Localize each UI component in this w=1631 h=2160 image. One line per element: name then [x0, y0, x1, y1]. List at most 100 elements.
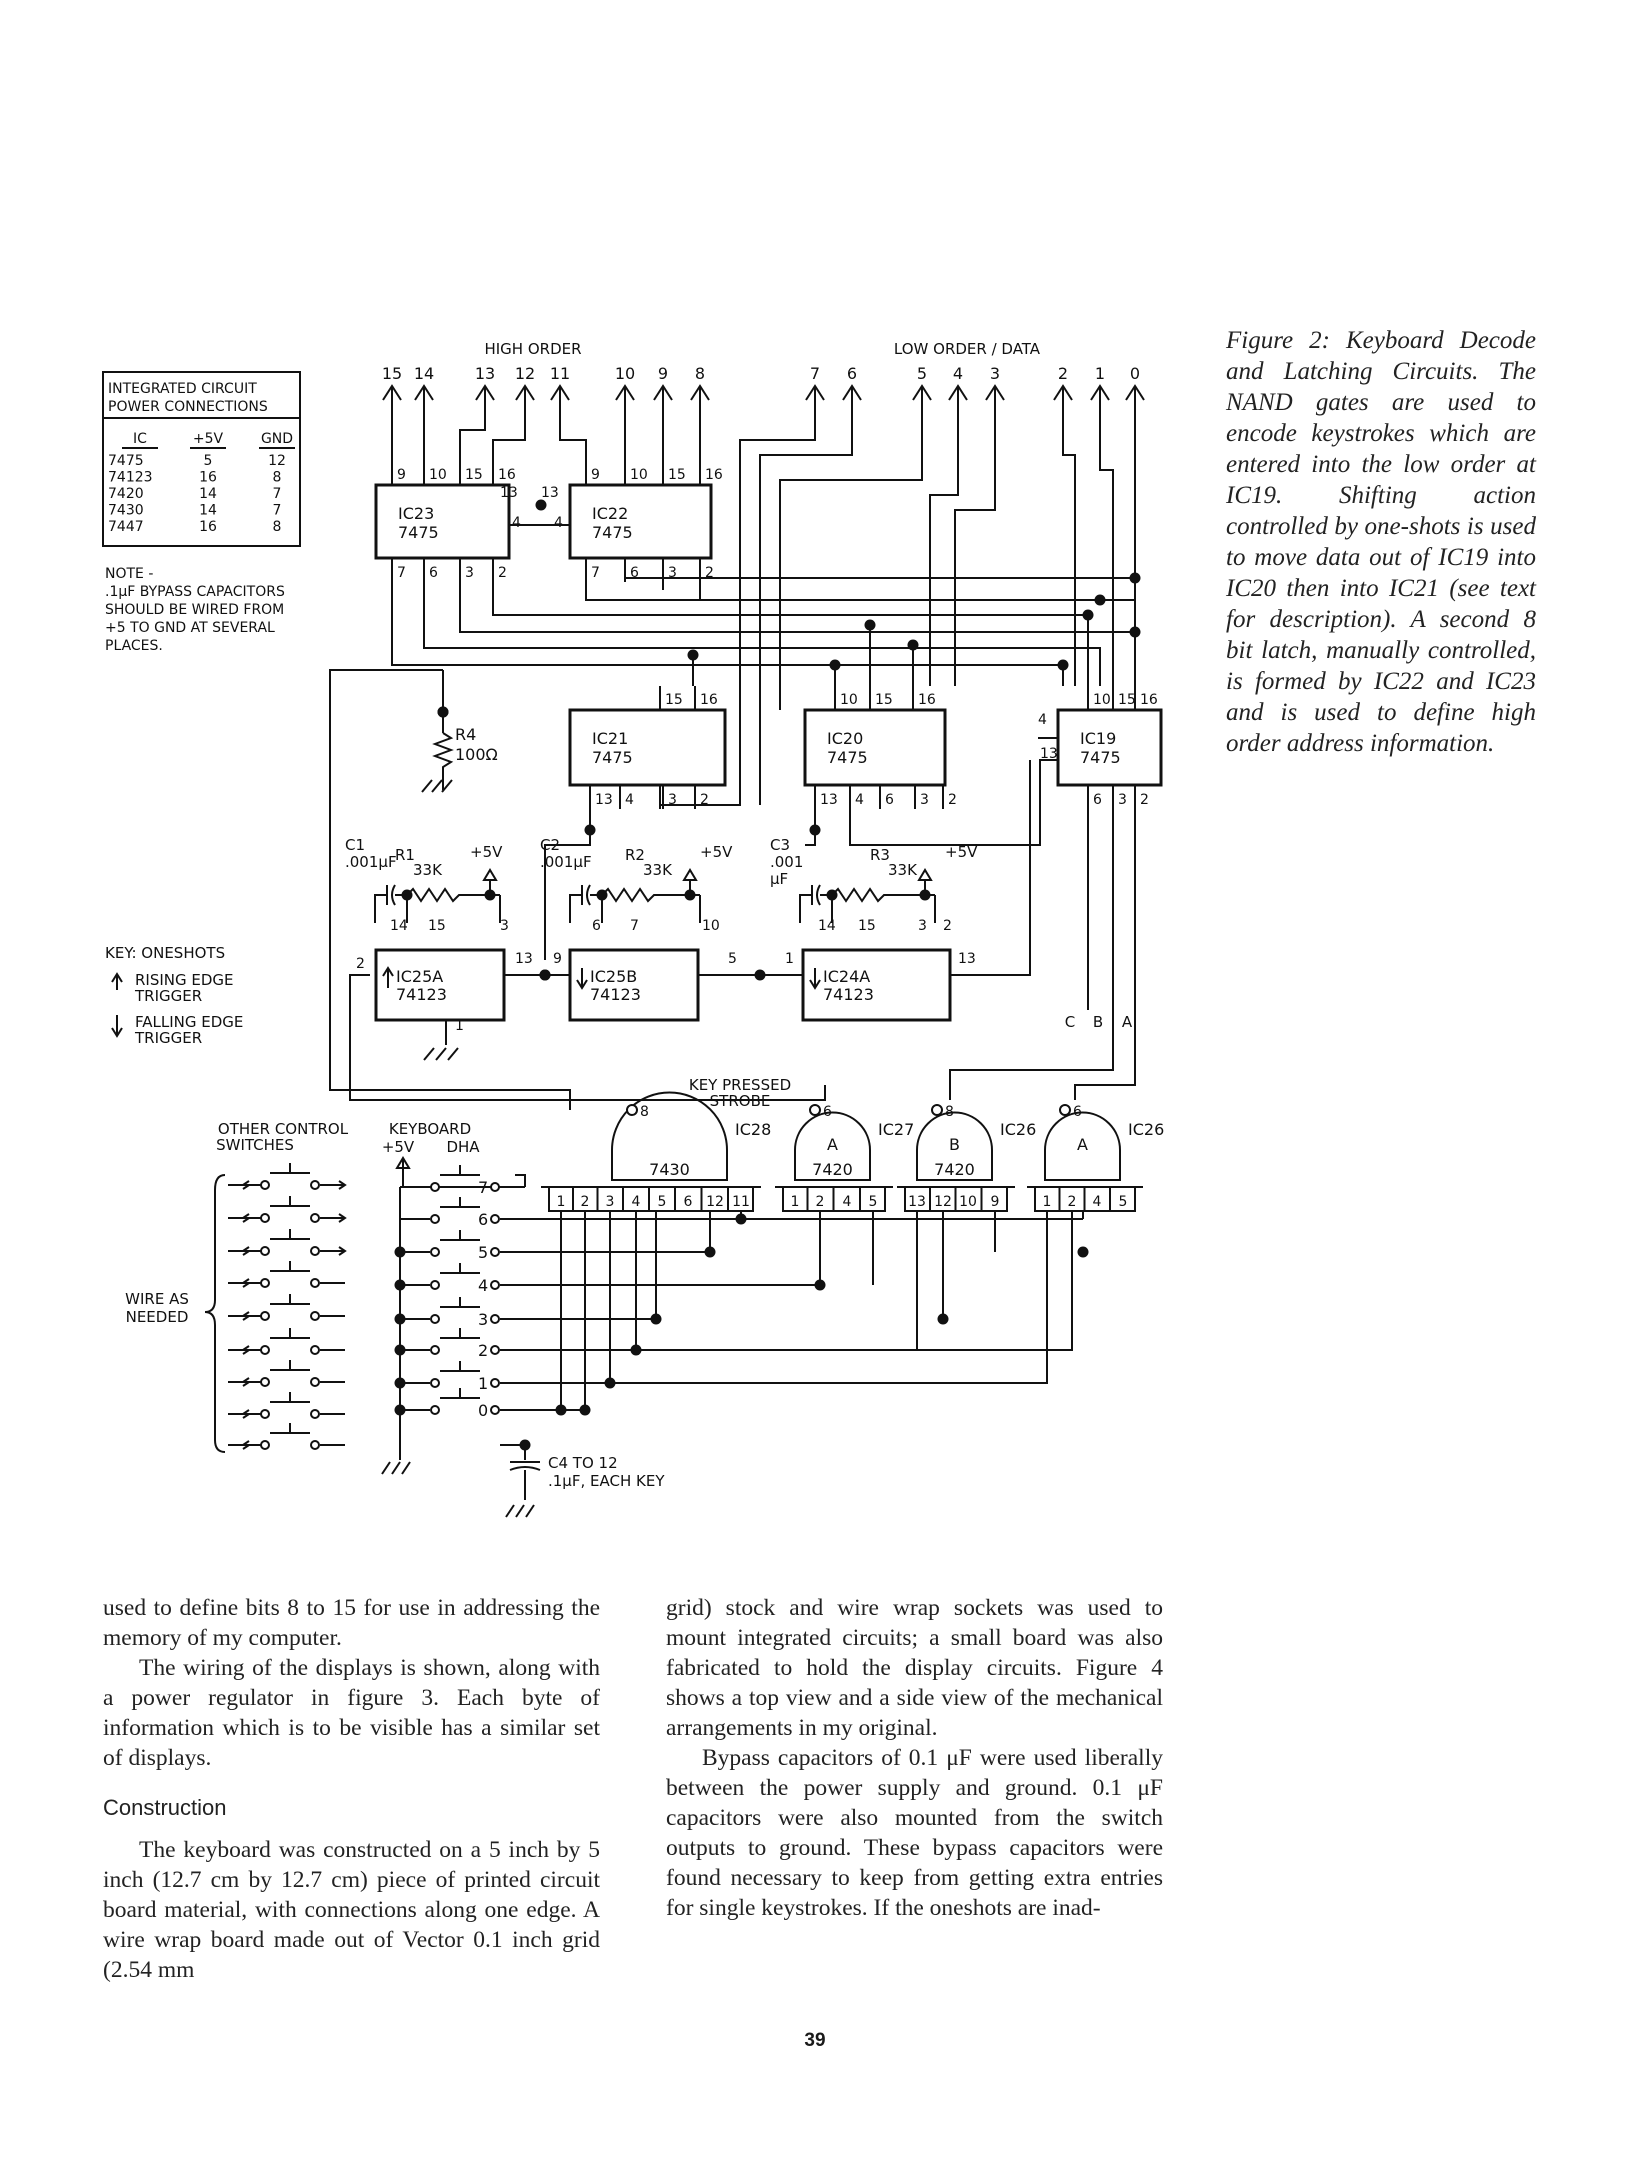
inverter-bubble: [310, 1180, 320, 1190]
pin-number: 6: [429, 565, 438, 581]
power-table-header: GND: [261, 431, 293, 447]
capacitor-label: .001μF: [345, 853, 397, 871]
capacitor-label: μF: [770, 870, 788, 888]
note-text: NOTE -: [105, 566, 153, 582]
gate-input-pin: 2: [581, 1194, 590, 1210]
r4-label: 100Ω: [455, 745, 498, 764]
junction-dot: [1129, 626, 1141, 638]
falling-edge-icon: [576, 968, 588, 990]
inverter-bubble: [310, 1311, 320, 1321]
pin-number: 9: [553, 951, 562, 967]
pin-number: 15: [1118, 692, 1136, 708]
ic22-label: 7475: [592, 523, 633, 542]
power-table-header: IC: [133, 431, 147, 447]
bit-number-label: 2: [1058, 364, 1068, 383]
gate-name: IC28: [735, 1120, 771, 1139]
cba-label: A: [1122, 1013, 1133, 1031]
other-switches-label: OTHER CONTROL: [218, 1120, 349, 1138]
power-table-cell: 7475: [108, 453, 144, 469]
inverter-bubble: [430, 1214, 440, 1224]
inverter-bubble: [490, 1405, 500, 1415]
wire: [559, 408, 587, 461]
supply-label: +5V: [470, 843, 503, 861]
resistor-label: R2: [625, 846, 645, 864]
pin-number: 2: [700, 792, 709, 808]
pin-number: 7: [591, 565, 600, 581]
power-table-cell: 7447: [108, 519, 144, 535]
power-table-cell: 16: [199, 470, 217, 486]
keyboard-label: +5V: [382, 1138, 415, 1156]
ic20-label: 7475: [827, 748, 868, 767]
power-table-cell: 7420: [108, 486, 144, 502]
gate-input-pin: 5: [658, 1194, 667, 1210]
pin-number: 13: [500, 485, 518, 501]
figure-caption-label: Figure 2:: [1226, 327, 1330, 354]
switch-arrow: [320, 1213, 347, 1223]
capacitor-symbol: [374, 884, 407, 923]
key-number: 7: [478, 1178, 488, 1197]
pin-number: 4: [855, 792, 864, 808]
figure-caption: Figure 2: Keyboard Decode and Latching C…: [1226, 325, 1536, 759]
capacitor-symbol: [509, 1445, 541, 1500]
pin-number: 2: [1140, 792, 1149, 808]
power-table-title: POWER CONNECTIONS: [108, 399, 268, 415]
wire: [929, 408, 959, 686]
key-number: 1: [478, 1374, 488, 1393]
text-column-right: grid) stock and wire wrap sockets was us…: [666, 1593, 1163, 1923]
legend-label: TRIGGER: [134, 1029, 202, 1047]
resistor-label: R1: [395, 846, 415, 864]
ic25a: [374, 948, 506, 1022]
c4-label: C4 TO 12: [548, 1454, 618, 1472]
wire: [492, 582, 1089, 686]
pin-number: 16: [918, 692, 936, 708]
wire: [500, 1211, 1073, 1351]
inverter-bubble: [490, 1345, 500, 1355]
gate-type: 7420: [934, 1160, 975, 1179]
pin-number: 6: [592, 918, 601, 934]
gate-input-pin: 4: [843, 1194, 852, 1210]
ic23-label: 7475: [398, 523, 439, 542]
pin-number: 10: [702, 918, 720, 934]
capacitor-label: C1: [345, 836, 365, 854]
pin-number: 2: [498, 565, 507, 581]
wire: [659, 408, 816, 809]
strobe-label: STROBE: [710, 1092, 771, 1110]
r4-label: R4: [455, 725, 476, 744]
wire: [1099, 408, 1114, 686]
supply-label: +5V: [700, 843, 733, 861]
ic19-label: 7475: [1080, 748, 1121, 767]
power-table-cell: 12: [268, 453, 286, 469]
power-table-cell: 5: [204, 453, 213, 469]
paragraph: Bypass capacitors of 0.1 μF were used li…: [666, 1745, 1163, 1921]
ic23: [374, 483, 511, 560]
inverter-bubble: [490, 1280, 500, 1290]
legend-label: FALLING EDGE: [135, 1013, 243, 1031]
inverter-bubble: [430, 1345, 440, 1355]
ic21-label: 7475: [592, 748, 633, 767]
gate-input-pin: 3: [606, 1194, 615, 1210]
pin-number: 2: [943, 918, 952, 934]
inverter-bubble: [260, 1345, 270, 1355]
c4-label: .1μF, EACH KEY: [548, 1472, 665, 1490]
pin-number: 13: [541, 485, 559, 501]
junction-dot: [704, 1246, 716, 1258]
legend-label: RISING EDGE: [135, 971, 234, 989]
gate-input-pin: 5: [869, 1194, 878, 1210]
junction-dot: [1077, 1246, 1089, 1258]
resistor-symbol: [601, 887, 700, 903]
gate-output-pin: 8: [640, 1104, 649, 1120]
ic25b: [568, 948, 700, 1022]
gate-output-pin: 8: [945, 1104, 954, 1120]
inverter-bubble: [430, 1314, 440, 1324]
wire: [459, 408, 486, 461]
capacitor-label: .001: [770, 853, 803, 871]
pin-number: 15: [668, 467, 686, 483]
wire: [805, 809, 816, 846]
other-switches-label: SWITCHES: [216, 1136, 294, 1154]
resistor-label: 33K: [643, 861, 673, 879]
bit-number-label: 1: [1095, 364, 1105, 383]
pin-number: 5: [728, 951, 737, 967]
note-text: .1μF BYPASS CAPACITORS: [105, 584, 285, 600]
pin-number: 15: [428, 918, 446, 934]
